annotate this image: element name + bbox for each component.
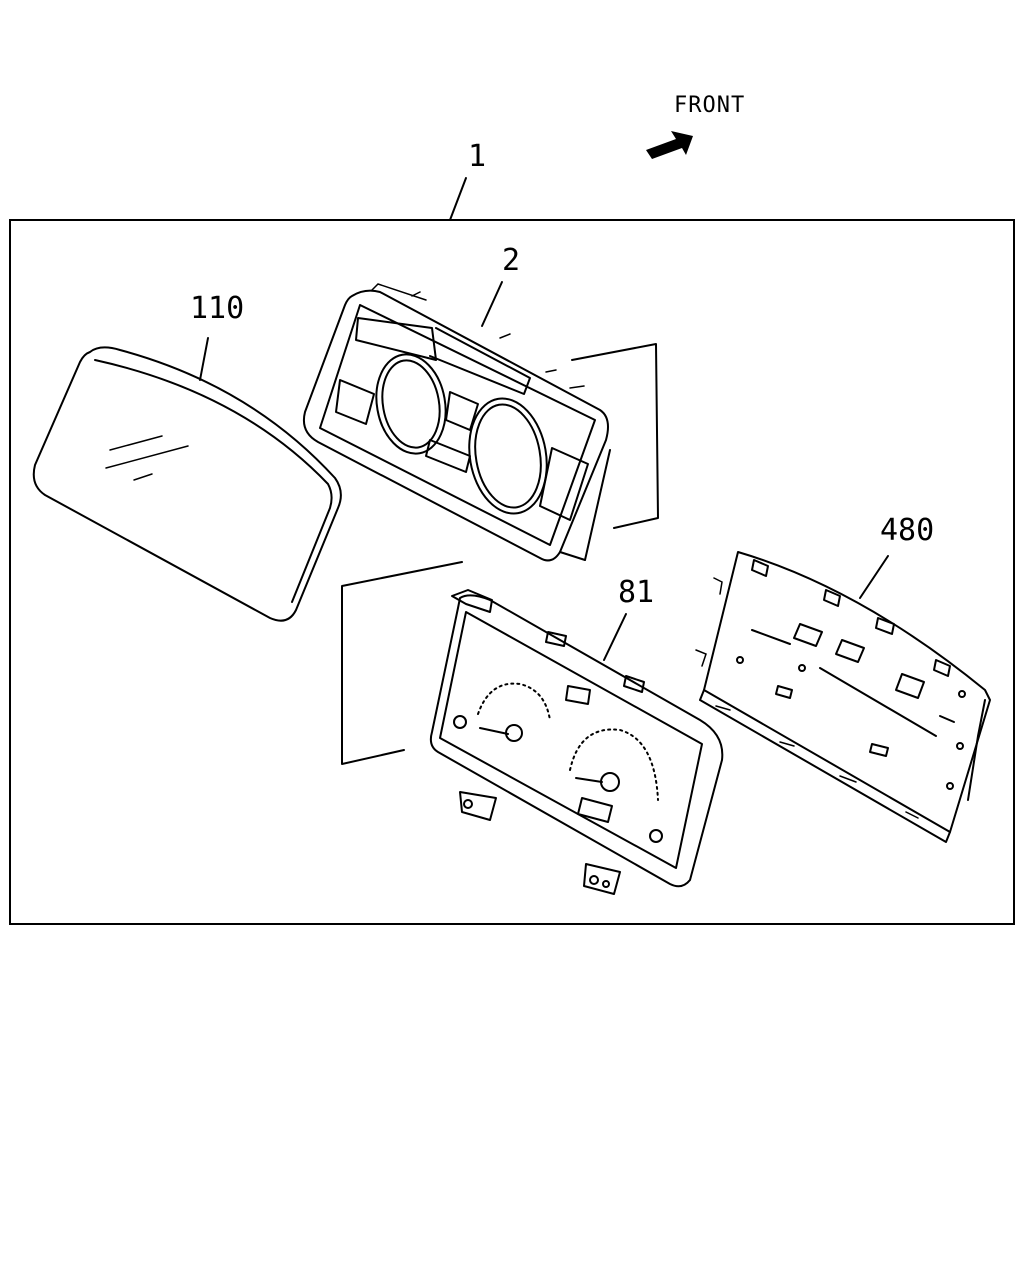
bracket-right [571,343,659,529]
leader-line-480 [859,555,889,599]
leader-line-1 [449,177,467,221]
gauge-panel [429,589,724,895]
bezel [302,283,611,562]
callout-2: 2 [502,243,520,278]
assembly-border [9,219,1015,925]
bracket-left [341,561,463,765]
callout-110: 110 [190,291,244,326]
lens-glass [32,346,342,622]
callout-1: 1 [468,139,486,174]
front-arrow-icon [646,131,693,159]
leader-line-110 [199,337,209,381]
callout-480: 480 [880,513,934,548]
callout-81: 81 [618,575,654,610]
front-label: FRONT [674,93,745,118]
leader-line-2 [481,281,503,327]
circuit-board [695,551,991,843]
leader-line-81 [603,613,627,661]
